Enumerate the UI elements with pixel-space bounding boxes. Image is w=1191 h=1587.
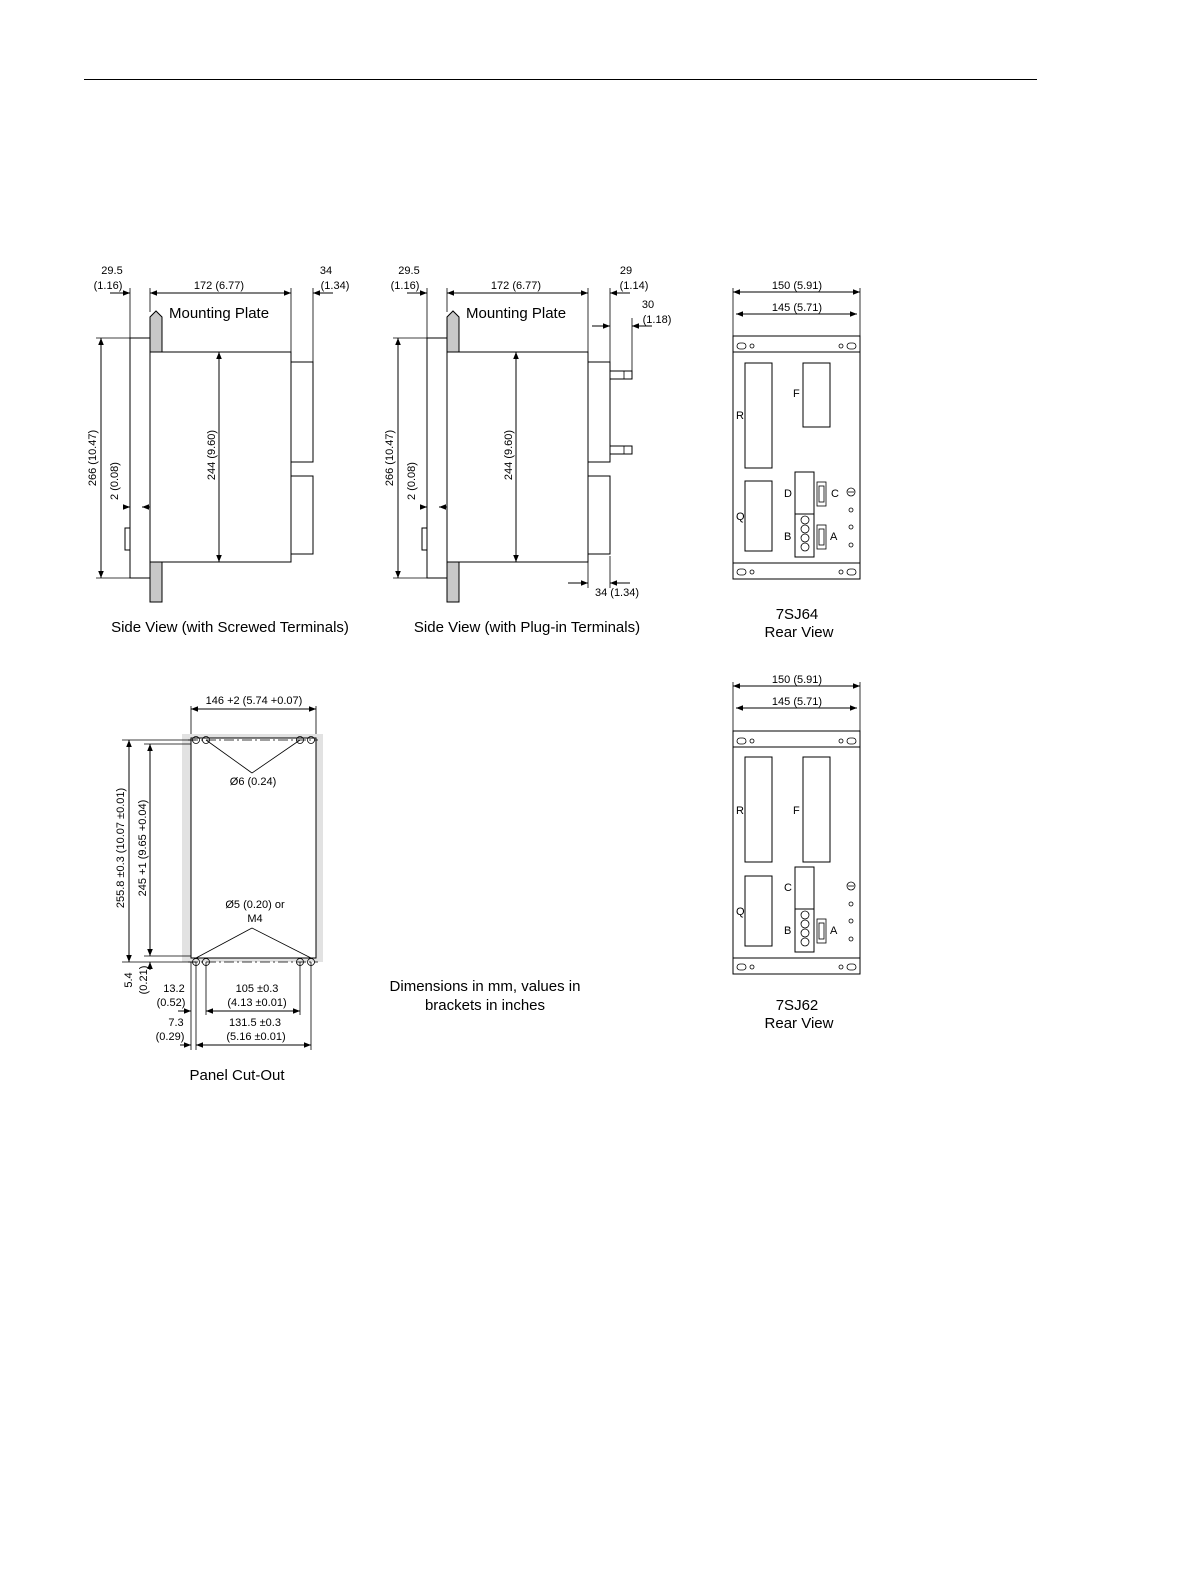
dim-inner: 145 (5.71): [772, 302, 822, 314]
dim-right-in: (1.14): [620, 280, 649, 292]
slot-f: [802, 756, 831, 863]
dim-depth: 172 (6.77): [194, 280, 244, 292]
slot-r: [744, 362, 773, 469]
dim-height: 266 (10.47): [384, 430, 396, 486]
dim-left-mm: 29.5: [398, 265, 419, 277]
label-r: R: [736, 410, 744, 422]
terminal-block: [587, 475, 611, 555]
hole-bottom-label-2: M4: [247, 913, 262, 925]
rear-view-7sj64: 150 (5.91) 145 (5.71) R F Q: [732, 280, 861, 641]
dim-inner: 244 (9.60): [206, 430, 218, 480]
caption-view: Rear View: [765, 1015, 834, 1032]
dim-left-in: (1.16): [94, 280, 123, 292]
cutout-outline: [190, 737, 317, 959]
dim-height-outer: 255.8 ±0.3 (10.07 ±0.01): [115, 788, 127, 908]
dim-right-mm: 29: [620, 265, 632, 277]
plug-pin: [609, 445, 633, 455]
dim-b-mm: 105 ±0.3: [236, 983, 279, 995]
earth-icon: [846, 881, 856, 891]
caption-cutout: Panel Cut-Out: [189, 1067, 285, 1084]
dim-inner: 145 (5.71): [772, 696, 822, 708]
label-f: F: [793, 805, 800, 817]
label-c: C: [784, 882, 792, 894]
housing: [149, 351, 292, 563]
slot-q: [744, 480, 773, 552]
dim-b-in: (4.13 ±0.01): [227, 997, 286, 1009]
panel-cutout: 146 +2 (5.74 +0.07) Ø6 (0.24) Ø5 (0.20) …: [115, 695, 323, 1084]
mounting-plate-label: Mounting Plate: [169, 305, 269, 322]
terminal-block: [587, 361, 611, 463]
caption-model: 7SJ62: [776, 997, 819, 1014]
dim-height: 266 (10.47): [87, 430, 99, 486]
caption-side-screwed: Side View (with Screwed Terminals): [111, 619, 349, 636]
mounting-plate-lower: [149, 561, 163, 603]
dim-depth: 172 (6.77): [491, 280, 541, 292]
dim-a-mm: 13.2: [163, 983, 184, 995]
slot-r: [744, 756, 773, 863]
dim-outer: 150 (5.91): [772, 280, 822, 292]
label-q: Q: [736, 511, 745, 523]
note-line-1: Dimensions in mm, values in: [390, 978, 581, 995]
label-a: A: [830, 531, 838, 543]
label-q: Q: [736, 906, 745, 918]
plug-pin: [609, 370, 633, 380]
units-note: Dimensions in mm, values in brackets in …: [390, 978, 581, 1014]
caption-model: 7SJ64: [776, 606, 819, 623]
slot-q: [744, 875, 773, 947]
connector-c: [816, 481, 827, 507]
terminal-block: [290, 475, 314, 555]
label-a: A: [830, 925, 838, 937]
connector-a: [816, 918, 827, 944]
dim-c-mm: 7.3: [168, 1017, 183, 1029]
dim-a-in: (0.52): [157, 997, 186, 1009]
terminal-block: [290, 361, 314, 463]
caption-view: Rear View: [765, 624, 834, 641]
dim-plug-in: (1.18): [643, 314, 672, 326]
side-view-plugin: 29.5 (1.16) 172 (6.77) 29 (1.14) 30 (1.1…: [384, 265, 671, 636]
front-panel: [129, 337, 151, 579]
connector-a: [816, 524, 827, 550]
label-b: B: [784, 531, 791, 543]
dim-plate: 2 (0.08): [109, 462, 121, 500]
label-b: B: [784, 925, 791, 937]
side-view-screwed: 29.5 (1.16) 172 (6.77) 34 (1.34) Mountin…: [87, 265, 349, 636]
dim-left-in: (1.16): [391, 280, 420, 292]
label-d: D: [784, 488, 792, 500]
mounting-plate-label: Mounting Plate: [466, 305, 566, 322]
dim-right-in: (1.34): [321, 280, 350, 292]
dim-edge-in: (0.21): [138, 966, 150, 995]
dim-bottom: 34 (1.34): [595, 587, 639, 599]
front-latch: [124, 527, 131, 551]
dim-left-mm: 29.5: [101, 265, 122, 277]
hole-bottom-label-1: Ø5 (0.20) or: [225, 899, 285, 911]
note-line-2: brackets in inches: [425, 997, 545, 1014]
dim-height-inner: 245 +1 (9.65 +0.04): [137, 800, 149, 897]
dim-edge-mm: 5.4: [123, 972, 135, 987]
label-c: C: [831, 488, 839, 500]
caption-side-plugin: Side View (with Plug-in Terminals): [414, 619, 640, 636]
dim-plug-mm: 30: [642, 299, 654, 311]
dim-c-in: (0.29): [156, 1031, 185, 1043]
label-f: F: [793, 388, 800, 400]
dim-width: 146 +2 (5.74 +0.07): [206, 695, 303, 707]
dim-d-mm: 131.5 ±0.3: [229, 1017, 281, 1029]
dim-outer: 150 (5.91): [772, 674, 822, 686]
dim-d-in: (5.16 ±0.01): [226, 1031, 285, 1043]
hole-top-label: Ø6 (0.24): [230, 776, 276, 788]
housing: [446, 351, 589, 563]
dim-plate: 2 (0.08): [406, 462, 418, 500]
dim-inner: 244 (9.60): [503, 430, 515, 480]
mounting-plate: [149, 310, 163, 353]
slot-f: [802, 362, 831, 428]
label-r: R: [736, 805, 744, 817]
rear-view-7sj62: 150 (5.91) 145 (5.71) R F Q C B: [732, 674, 861, 1032]
header-rule: [84, 79, 1037, 80]
dim-right-mm: 34: [320, 265, 332, 277]
earth-icon: [846, 487, 856, 497]
